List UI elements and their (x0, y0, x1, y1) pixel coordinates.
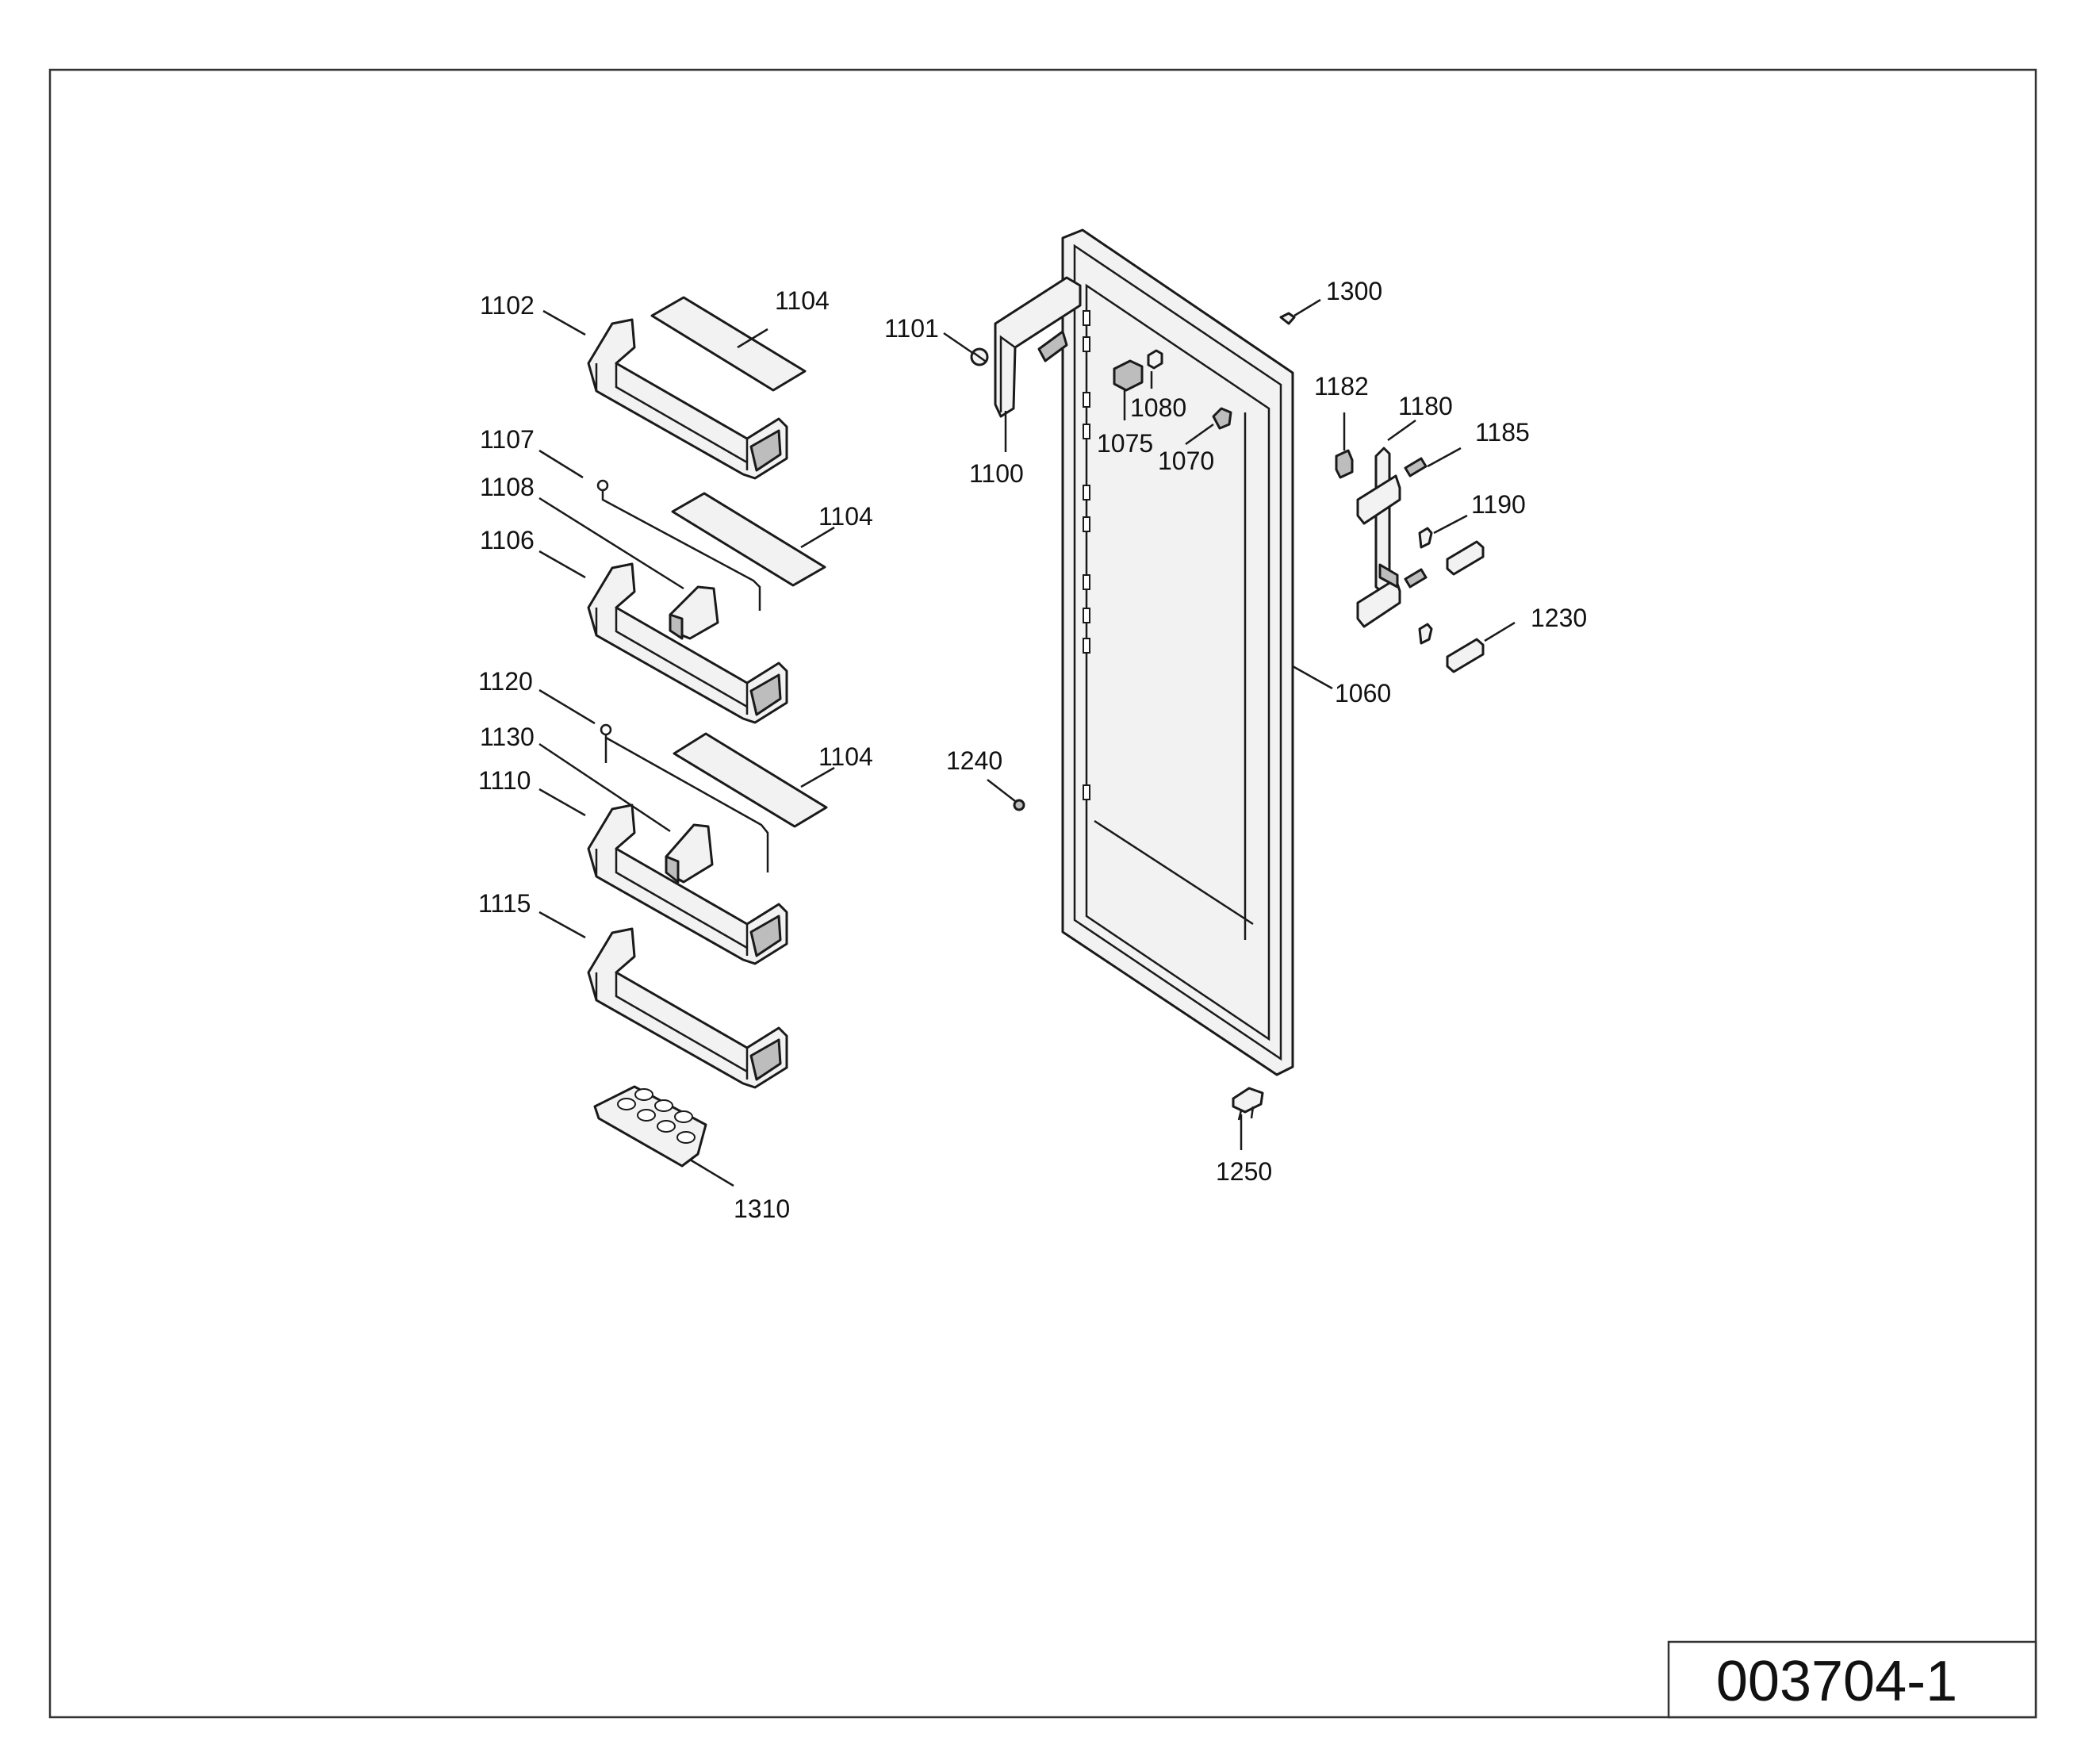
door-inner-liner-1060 (1061, 228, 1294, 1076)
callout-1310: 1310 (734, 1195, 790, 1223)
drawing-code-box: 003704-1 (1667, 1640, 2037, 1719)
callout-1100: 1100 (969, 459, 1024, 488)
callout-1106: 1106 (480, 526, 535, 554)
callout-1240: 1240 (946, 746, 1002, 775)
callout-1104-mid: 1104 (818, 502, 873, 531)
callout-1115: 1115 (478, 889, 531, 918)
door-bin-1102 (587, 318, 788, 480)
bracket-1182 (1335, 449, 1354, 479)
callout-1120: 1120 (478, 667, 533, 696)
label-strip-1104-top (650, 296, 807, 392)
callout-1108: 1108 (480, 473, 535, 501)
egg-tray-1310 (593, 1085, 707, 1168)
plug-1070 (1212, 407, 1232, 430)
retaining-rod-1107 (596, 479, 761, 611)
callout-1180: 1180 (1398, 392, 1453, 420)
retaining-rod-1120 (600, 723, 769, 872)
callout-1104-low: 1104 (818, 742, 873, 771)
bottle-divider-1130 (665, 823, 714, 884)
screw-1101 (970, 347, 989, 366)
label-strip-1104-low (673, 732, 828, 828)
door-handle-1100 (994, 276, 1082, 418)
callout-1080: 1080 (1130, 393, 1186, 422)
door-bin-1106 (587, 562, 788, 724)
door-bin-1115 (587, 927, 788, 1089)
callout-1107: 1107 (480, 425, 535, 454)
label-strip-1104-mid (671, 492, 826, 587)
hinge-pin-1250 (1232, 1087, 1264, 1121)
cap-1300 (1279, 312, 1296, 325)
callout-1230: 1230 (1531, 604, 1587, 632)
callout-1101: 1101 (884, 314, 939, 343)
callout-1130: 1130 (480, 723, 535, 751)
callout-1110: 1110 (478, 766, 531, 795)
callout-1102: 1102 (480, 291, 535, 320)
callout-1300: 1300 (1326, 277, 1382, 305)
callout-1250: 1250 (1216, 1157, 1272, 1186)
callout-1070: 1070 (1158, 447, 1214, 475)
screws-1185 (1404, 457, 1428, 589)
cover-1075 (1113, 359, 1144, 392)
callout-1185: 1185 (1475, 418, 1530, 447)
drawing-code: 003704-1 (1716, 1650, 1957, 1713)
bottle-divider-1108 (669, 585, 719, 640)
leader-lines (538, 298, 1516, 1187)
callout-1190: 1190 (1471, 490, 1526, 519)
drawing-frame (48, 68, 2037, 1719)
callout-labels: 1102 1104 1107 1108 1104 1106 1120 1130 … (478, 277, 1587, 1223)
screws-1190 (1418, 527, 1433, 645)
callout-1075: 1075 (1097, 429, 1153, 458)
hinge-bracket-1180 (1356, 447, 1401, 628)
callout-1104-top: 1104 (775, 286, 830, 315)
clip-1080 (1147, 349, 1163, 370)
grommet-1240 (1013, 799, 1025, 811)
callout-1182: 1182 (1314, 372, 1369, 401)
callout-1060: 1060 (1335, 679, 1391, 708)
hinge-covers-1230 (1446, 540, 1485, 673)
